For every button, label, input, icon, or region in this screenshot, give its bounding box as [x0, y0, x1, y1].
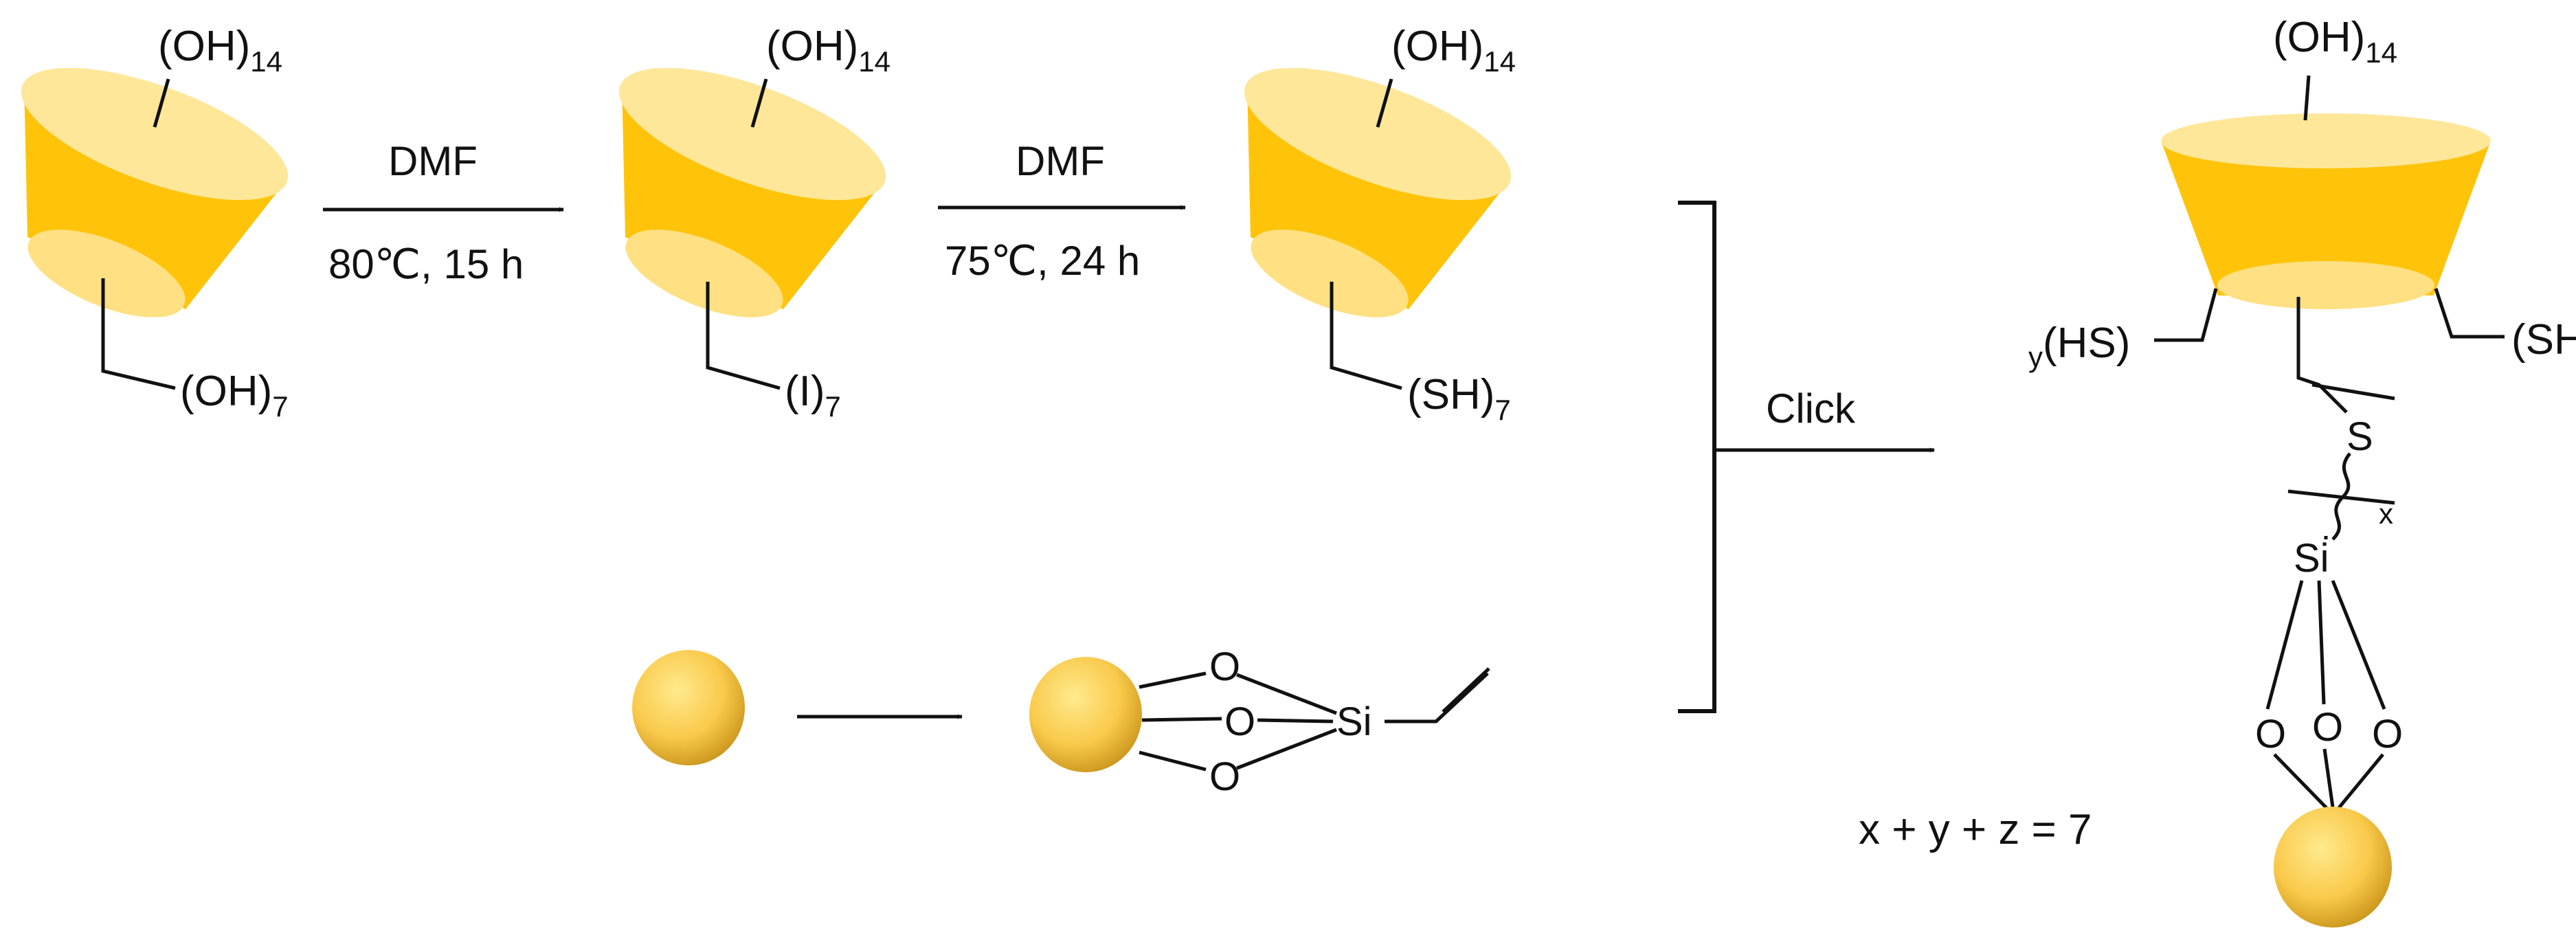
cyclodextrin-1: (OH)14 (OH)7 [5, 23, 304, 423]
step1-reagent: DMF [388, 138, 478, 184]
x-subscript: x [2379, 497, 2393, 530]
oh14-label-2: (OH)14 [766, 23, 891, 78]
oxygen-atom-product-2: O [2312, 705, 2343, 750]
vinyl-silane-particle: O O O Si [1029, 644, 1490, 799]
oh14-label-3: (OH)14 [1391, 23, 1516, 78]
bottom-bond-2 [706, 282, 781, 390]
bottom-bond-3 [1330, 282, 1402, 390]
cyclodextrin-3: (OH)14 (SH)7 [1229, 23, 1527, 426]
cd-bottom-rim-product [2217, 261, 2434, 309]
silicon-atom-product: Si [2294, 536, 2329, 581]
stoichiometry-equation: x + y + z = 7 [1859, 806, 2092, 853]
top-bond-3 [1376, 78, 1393, 128]
step2-conditions: 75℃, 24 h [945, 238, 1140, 284]
top-bond-1 [153, 78, 170, 128]
oxygen-atom-product-3: O [2372, 712, 2403, 756]
click-label: Click [1766, 385, 1856, 431]
top-bond-2 [750, 78, 768, 128]
oxygen-atom-1: O [1209, 644, 1240, 689]
sh-label-right: (SH)z [2511, 316, 2576, 371]
sulfur-atom: S [2347, 414, 2373, 459]
hs-label-left: y(HS) [2028, 319, 2130, 373]
i7-label: (I)7 [785, 368, 841, 423]
silicon-atom: Si [1336, 699, 1372, 744]
step2-reagent: DMF [1016, 138, 1105, 184]
step1-conditions: 80℃, 15 h [328, 241, 524, 287]
silica-particle-start [632, 650, 745, 765]
cd-top-rim-product [2161, 113, 2491, 168]
oh14-label-product: (OH)14 [2273, 14, 2397, 69]
oxygen-atom-product-1: O [2255, 712, 2286, 756]
oxygen-atom-2: O [1224, 699, 1255, 744]
reaction-arrow-1: DMF 80℃, 15 h [323, 138, 564, 287]
combine-bracket: Click [1678, 201, 1935, 713]
reaction-arrow-2: DMF 75℃, 24 h [938, 138, 1186, 284]
bottom-bond-1 [101, 278, 176, 390]
oh7-label-1: (OH)7 [180, 368, 289, 423]
cyclodextrin-2: (OH)14 (I)7 [603, 23, 901, 423]
oxygen-atom-3: O [1209, 754, 1240, 799]
product-cd-particle: (OH)14 y(HS) (SH)z S x Si O O O [2028, 14, 2576, 928]
cd-body-product [2161, 141, 2491, 295]
silica-particle-modified [1029, 657, 1142, 772]
silica-particle-product [2274, 807, 2392, 928]
oh14-label-1: (OH)14 [158, 23, 282, 78]
sh7-label: (SH)7 [1407, 371, 1511, 426]
